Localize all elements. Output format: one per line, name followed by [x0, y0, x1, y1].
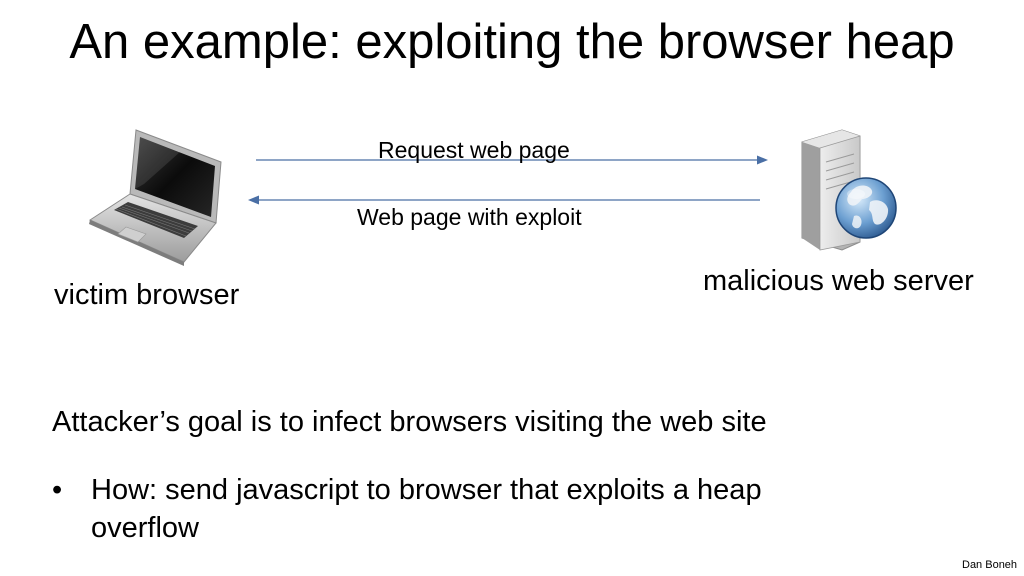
request-label: Request web page	[378, 137, 570, 163]
request-arrowhead	[757, 155, 768, 165]
attacker-goal-text: Attacker’s goal is to infect browsers vi…	[52, 406, 767, 438]
slide-title: An example: exploiting the browser heap	[69, 15, 955, 69]
laptop-icon	[88, 129, 222, 266]
bullet-marker: •	[52, 474, 63, 506]
malicious-server-label: malicious web server	[703, 265, 974, 297]
bullet-text: How: send javascript to browser that exp…	[91, 474, 762, 544]
arrows-diagram	[248, 155, 768, 205]
response-label: Web page with exploit	[357, 204, 582, 230]
server-icon	[801, 129, 897, 251]
response-arrowhead	[248, 195, 259, 205]
victim-browser-label: victim browser	[54, 279, 240, 311]
author-footer: Dan Boneh	[962, 559, 1018, 571]
